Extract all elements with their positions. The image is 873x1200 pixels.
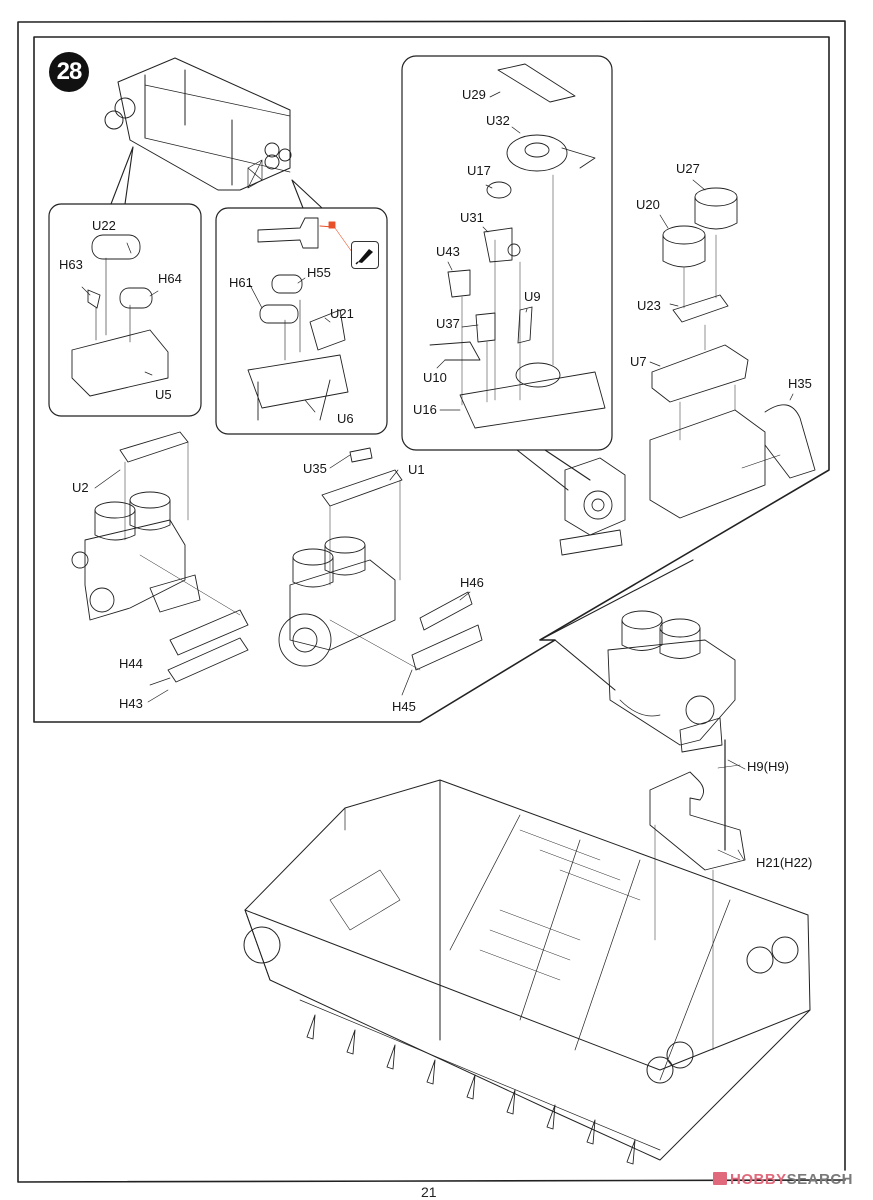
part-label-u23: U23 bbox=[637, 298, 661, 313]
hobby-knife-icon-box bbox=[351, 241, 379, 269]
sprocket-teeth bbox=[299, 999, 661, 1165]
radiator-assembly bbox=[104, 57, 292, 191]
hobby-knife-icon bbox=[355, 249, 373, 265]
left-callout-parts bbox=[71, 234, 169, 397]
right-callout-parts bbox=[429, 63, 606, 429]
part-label-h64: H64 bbox=[158, 271, 182, 286]
part-label-u7: U7 bbox=[630, 354, 647, 369]
part-label-u16: U16 bbox=[413, 402, 437, 417]
callout-box-middle bbox=[215, 207, 388, 435]
part-label-u32: U32 bbox=[486, 113, 510, 128]
step-box-border bbox=[33, 36, 830, 723]
part-label-u43: U43 bbox=[436, 244, 460, 259]
part-label-u35: U35 bbox=[303, 461, 327, 476]
part-label-u21: U21 bbox=[330, 306, 354, 321]
hull bbox=[243, 779, 811, 1161]
part-label-h43: H43 bbox=[119, 696, 143, 711]
part-label-h61: H61 bbox=[229, 275, 253, 290]
middle-callout-parts bbox=[247, 217, 353, 421]
part-label-h55: H55 bbox=[307, 265, 331, 280]
engine-small bbox=[559, 457, 626, 556]
part-label-u20: U20 bbox=[636, 197, 660, 212]
part-label-u9: U9 bbox=[524, 289, 541, 304]
part-label-h63: H63 bbox=[59, 257, 83, 272]
part-label-u2: U2 bbox=[72, 480, 89, 495]
rod-and-shield bbox=[649, 739, 746, 1051]
watermark-brand-search: SEARCH bbox=[786, 1171, 854, 1188]
part-label-h21: H21(H22) bbox=[756, 855, 813, 870]
part-label-u31: U31 bbox=[460, 210, 484, 225]
callout-pointer-middle bbox=[291, 179, 323, 209]
leader-lines bbox=[81, 91, 794, 861]
page-number: 21 bbox=[421, 1184, 437, 1200]
callout-box-left bbox=[48, 203, 202, 417]
part-label-u10: U10 bbox=[423, 370, 447, 385]
part-label-h35: H35 bbox=[788, 376, 812, 391]
callout-pointer-right bbox=[516, 449, 591, 491]
part-label-u37: U37 bbox=[436, 316, 460, 331]
watermark-brand-hobby: HOBBY bbox=[730, 1171, 787, 1188]
engine-left bbox=[71, 431, 249, 683]
part-label-h9: H9(H9) bbox=[747, 759, 789, 774]
part-label-u6: U6 bbox=[337, 411, 354, 426]
part-label-h44: H44 bbox=[119, 656, 143, 671]
part-label-u29: U29 bbox=[462, 87, 486, 102]
step-number-badge: 28 bbox=[49, 52, 89, 92]
callout-pointer-left bbox=[110, 146, 134, 205]
engine-assembled bbox=[607, 610, 736, 753]
upper-right-parts bbox=[649, 187, 816, 519]
part-label-h45: H45 bbox=[392, 699, 416, 714]
part-label-u27: U27 bbox=[676, 161, 700, 176]
part-label-h46: H46 bbox=[460, 575, 484, 590]
callout-pointer-bottom bbox=[539, 559, 694, 691]
outer-frame bbox=[17, 20, 846, 1183]
part-label-u17: U17 bbox=[467, 163, 491, 178]
part-label-u1: U1 bbox=[408, 462, 425, 477]
watermark-logo-icon bbox=[713, 1172, 727, 1185]
engine-right bbox=[278, 447, 483, 671]
part-label-u5: U5 bbox=[155, 387, 172, 402]
watermark: HOBBYSEARCH bbox=[713, 1171, 853, 1188]
callout-box-right bbox=[401, 55, 613, 451]
part-label-u22: U22 bbox=[92, 218, 116, 233]
